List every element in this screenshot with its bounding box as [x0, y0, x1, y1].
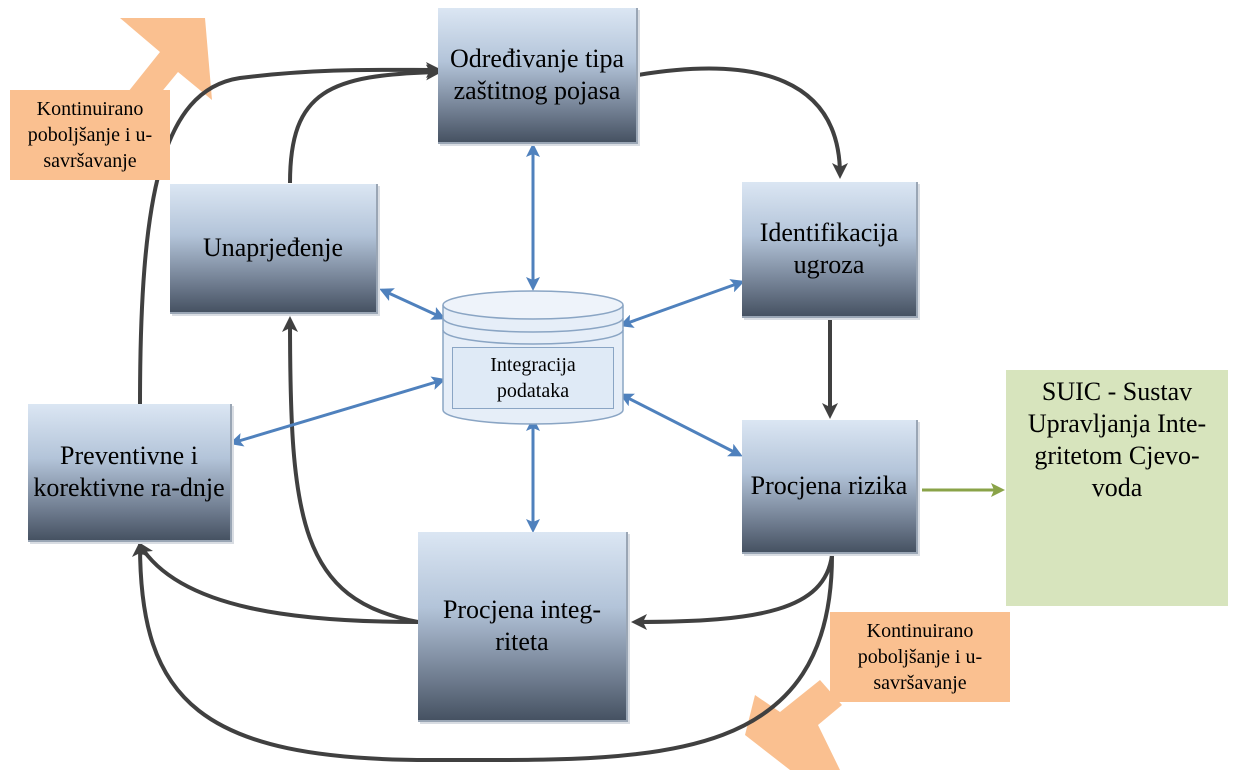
- data-arrow-unaprjedjenje: [379, 288, 446, 320]
- node-unaprjedjenje: Unaprjeđenje: [170, 184, 378, 314]
- data-arrow-identifikacija: [619, 279, 745, 328]
- arrow-left-loop: [138, 61, 442, 406]
- arrow-integritet-to-preventivne: [137, 541, 419, 624]
- node-procjena-integriteta-label: Procjena integ-riteta: [442, 595, 602, 656]
- note-top-left-text: Kontinuirano poboljšanje i u-savršavanje: [27, 98, 153, 172]
- node-integracija-podataka: Integracija podataka: [452, 347, 614, 409]
- node-odredjivanje-label: Određivanje tipa zaštitnog pojasa: [450, 44, 624, 105]
- note-bottom-right-text: Kontinuirano poboljšanje i u-savršavanje: [857, 620, 983, 694]
- node-integracija-label: Integracija podataka: [490, 354, 576, 402]
- note-bottom-right: Kontinuirano poboljšanje i u-savršavanje: [830, 612, 1010, 702]
- node-procjena-integriteta: Procjena integ-riteta: [418, 532, 628, 722]
- node-preventivne: Preventivne i korektivne ra-dnje: [28, 404, 232, 542]
- node-identifikacija: Identifikacija ugroza: [742, 182, 918, 318]
- orange-arrow-shape-top: [120, 18, 212, 112]
- arrow-integritet-to-unaprjedjenje: [282, 316, 419, 624]
- arrow-top-right: [637, 66, 848, 179]
- data-arrow-procjena-rizika: [619, 393, 743, 457]
- suic-output-label: SUIC - Sustav Upravljanja Inte-gritetom …: [1027, 377, 1207, 502]
- arrow-unaprjedjenje-to-top: [288, 64, 442, 184]
- node-identifikacija-label: Identifikacija ugroza: [759, 218, 899, 279]
- note-top-left: Kontinuirano poboljšanje i u-savršavanje: [10, 90, 170, 180]
- suic-output-box: SUIC - Sustav Upravljanja Inte-gritetom …: [1006, 370, 1228, 606]
- node-procjena-rizika-label: Procjena rizika: [750, 471, 908, 500]
- arrow-bottom-loop: [132, 541, 834, 763]
- node-preventivne-label: Preventivne i korektivne ra-dnje: [33, 441, 225, 502]
- data-arrow-preventivne: [229, 376, 446, 447]
- orange-arrow-shape-bottom: [745, 680, 842, 770]
- node-procjena-rizika: Procjena rizika: [742, 420, 918, 554]
- node-odredjivanje: Određivanje tipa zaštitnog pojasa: [438, 8, 638, 144]
- arrow-procjena-to-integritet: [631, 554, 834, 630]
- node-unaprjedjenje-label: Unaprjeđenje: [202, 233, 344, 262]
